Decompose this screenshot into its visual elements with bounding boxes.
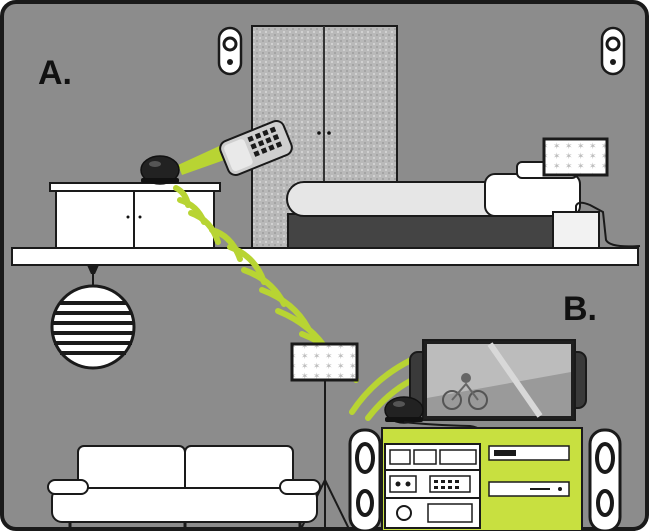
floor-divider xyxy=(12,248,638,265)
media-cabinet xyxy=(382,428,582,531)
light-panel-icon xyxy=(544,139,607,175)
wireless-hub-icon xyxy=(141,156,179,184)
speaker-icon xyxy=(590,430,620,531)
speaker-icon xyxy=(602,28,624,74)
television-icon xyxy=(410,340,586,420)
speaker-icon xyxy=(350,430,380,531)
room-label-a: A. xyxy=(38,56,72,90)
sofa xyxy=(48,446,320,531)
speaker-icon xyxy=(219,28,241,74)
room-label-b: B. xyxy=(563,292,597,326)
